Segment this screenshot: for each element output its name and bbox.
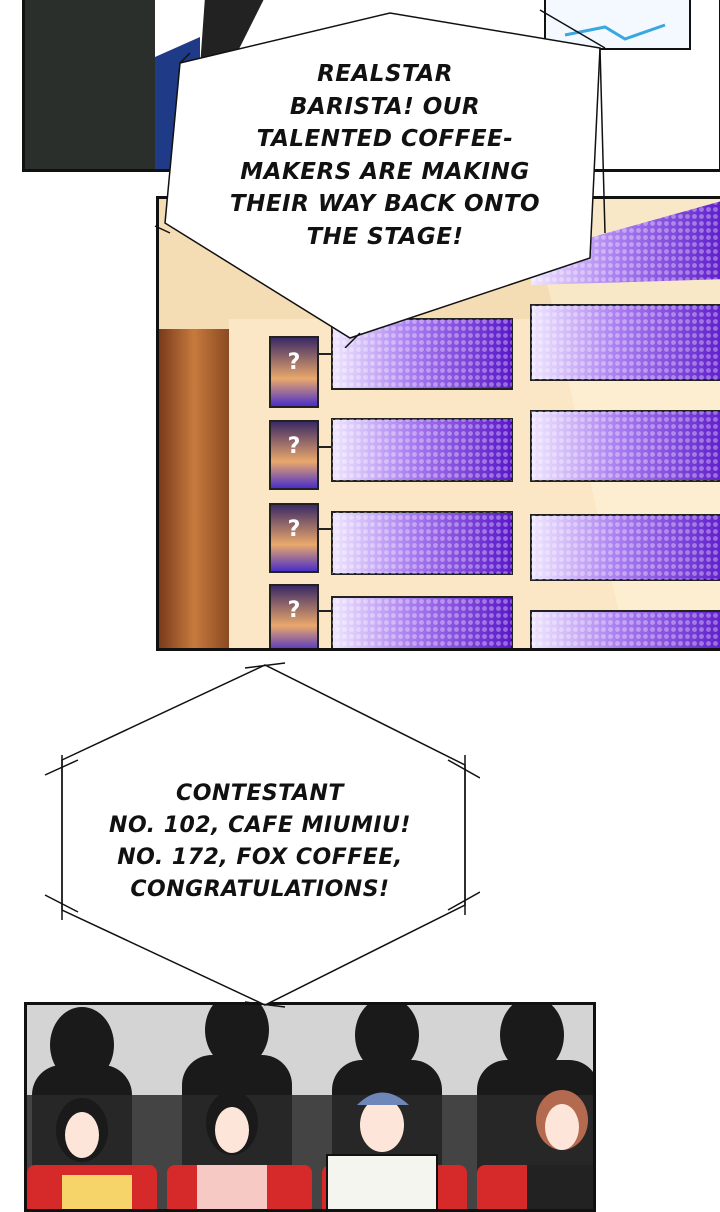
led-rows <box>331 201 720 648</box>
speech-bubble-contestants: CONTESTANT NO. 102, CAFE MIUMIU! NO. 172… <box>40 660 480 1010</box>
dark-figure <box>200 0 264 67</box>
question-mark: ? <box>287 434 301 459</box>
audience-members <box>56 1090 593 1209</box>
contestant-card-1: ? <box>269 336 319 408</box>
left-pillar <box>159 329 229 648</box>
question-mark: ? <box>287 517 301 542</box>
bubble-outline <box>154 9 606 348</box>
monitor-screen <box>544 0 691 50</box>
contestant-card-4: ? <box>269 584 319 648</box>
audience-panel <box>24 1002 596 1212</box>
bubble-outline <box>44 662 480 1008</box>
speech-bubble-announcer: REALSTAR BARISTA! OUR TALENTED COFFEE- M… <box>150 8 620 348</box>
question-mark: ? <box>287 598 301 623</box>
audience-art <box>27 1005 593 1209</box>
jacket-silhouette <box>25 0 155 169</box>
question-mark: ? <box>287 350 301 375</box>
bubble-text-announcer: REALSTAR BARISTA! OUR TALENTED COFFEE- M… <box>229 61 541 250</box>
top-panel-art <box>25 0 691 169</box>
contestant-card-2: ? <box>269 420 319 490</box>
monitor-graph <box>564 23 666 41</box>
contestant-card-3: ? <box>269 503 319 573</box>
bubble-text-contestants: CONTESTANT NO. 102, CAFE MIUMIU! NO. 172… <box>109 781 411 902</box>
